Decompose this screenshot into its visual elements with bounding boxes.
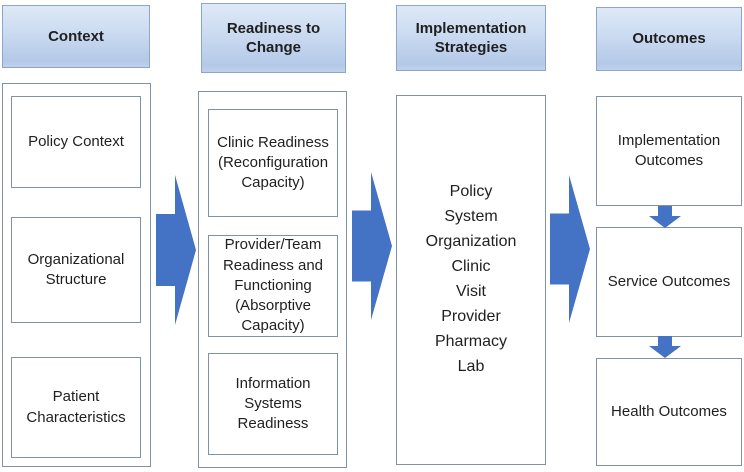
header-outcomes-label: Outcomes: [632, 30, 706, 48]
box-provider-team-readiness-label: Provider/Team Readiness and Functioning …: [222, 236, 324, 335]
box-policy-context: Policy Context: [11, 96, 141, 188]
box-patient-characteristics-label: Patient Characteristics: [26, 388, 126, 426]
header-implementation-strategies: Implementation Strategies: [396, 5, 546, 71]
box-organizational-structure: Organizational Structure: [11, 217, 141, 323]
header-context: Context: [2, 5, 150, 68]
box-policy-context-label: Policy Context: [28, 132, 124, 150]
box-implementation-outcomes-label: Implementation Outcomes: [617, 131, 721, 169]
box-health-outcomes: Health Outcomes: [596, 358, 742, 466]
right-arrow-readiness-to-strategies-icon: [352, 172, 392, 320]
box-information-systems-readiness-label: Information Systems Readiness: [235, 374, 311, 433]
down-arrow-implementation-to-service-icon: [649, 206, 681, 228]
box-patient-characteristics: Patient Characteristics: [11, 357, 141, 458]
box-organizational-structure-label: Organizational Structure: [27, 250, 125, 288]
box-implementation-outcomes: Implementation Outcomes: [596, 96, 742, 206]
header-readiness-to-change: Readiness to Change: [201, 3, 346, 73]
header-context-label: Context: [48, 27, 104, 45]
box-strategy-levels: Policy System Organization Clinic Visit …: [396, 95, 546, 465]
box-information-systems-readiness: Information Systems Readiness: [208, 353, 338, 455]
right-arrow-strategies-to-outcomes-icon: [550, 175, 590, 323]
header-strategies-label: Implementation Strategies: [415, 19, 527, 57]
strategy-levels-list: Policy System Organization Clinic Visit …: [425, 183, 517, 375]
box-clinic-readiness-label: Clinic Readiness (Reconfiguration Capaci…: [217, 133, 329, 192]
box-health-outcomes-label: Health Outcomes: [611, 402, 727, 420]
box-clinic-readiness: Clinic Readiness (Reconfiguration Capaci…: [208, 109, 338, 217]
down-arrow-service-to-health-icon: [649, 336, 681, 358]
header-readiness-label: Readiness to Change: [226, 19, 321, 57]
header-outcomes: Outcomes: [596, 7, 742, 71]
right-arrow-context-to-readiness-icon: [156, 175, 196, 325]
box-service-outcomes-label: Service Outcomes: [607, 272, 731, 290]
box-service-outcomes: Service Outcomes: [596, 227, 742, 337]
box-provider-team-readiness: Provider/Team Readiness and Functioning …: [208, 235, 338, 337]
